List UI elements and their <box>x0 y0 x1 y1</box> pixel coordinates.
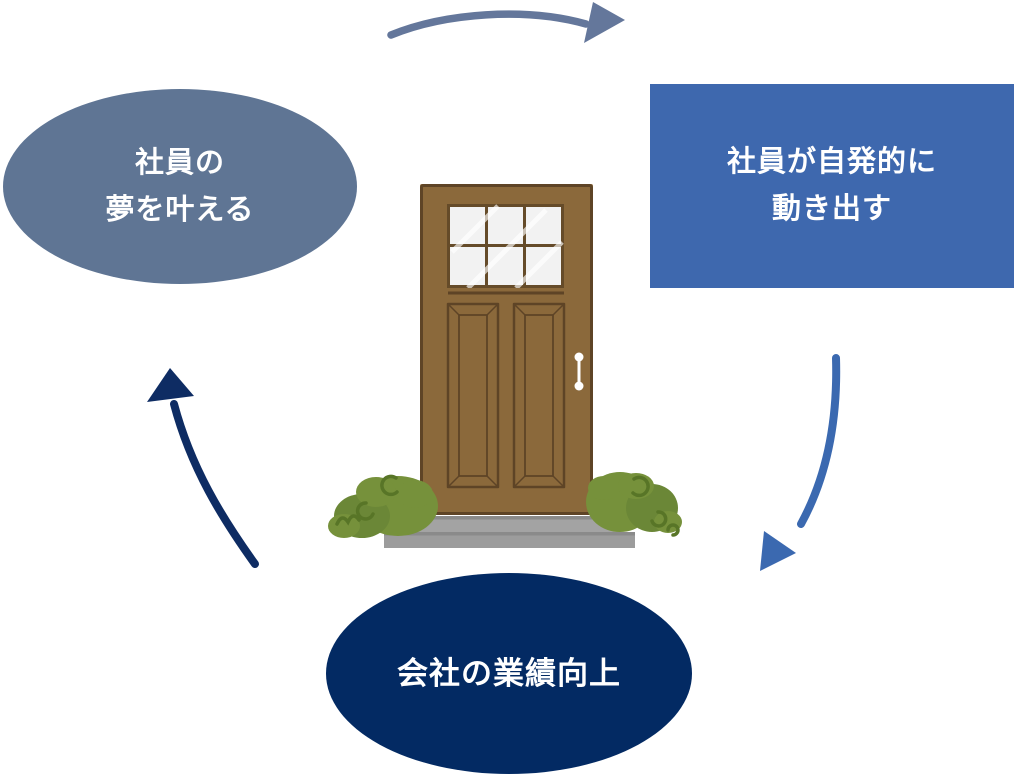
bush-right-curls <box>631 475 680 537</box>
arrow-performance-to-dream-shaft <box>170 400 259 568</box>
window-reflection <box>450 204 564 288</box>
node-label-line: 夢を叶える <box>105 193 255 226</box>
node-label-line: 会社の業績向上 <box>397 656 621 691</box>
arrow-dream-to-proactive-shaft <box>387 10 590 39</box>
door-panel-left <box>446 302 500 489</box>
door-handle <box>574 352 584 391</box>
bush-left-curls <box>335 474 399 526</box>
door-steps <box>384 516 635 548</box>
arrowhead-dream-to-proactive <box>584 2 625 43</box>
arrowhead-proactive-to-performance <box>760 531 796 571</box>
node-employee-dream: 社員の 夢を叶える <box>3 89 357 284</box>
bush-left <box>328 474 438 538</box>
node-label-line: 動き出す <box>771 193 892 225</box>
door-window <box>447 204 564 288</box>
node-label-line: 社員が自発的に <box>726 146 937 178</box>
door-outline <box>420 184 593 515</box>
arrow-dream-to-proactive <box>387 2 625 43</box>
arrow-performance-to-dream <box>147 368 259 568</box>
node-label-line: 社員の <box>134 146 225 179</box>
arrows-layer <box>147 2 841 571</box>
node-company-performance: 会社の業績向上 <box>326 573 692 774</box>
door-panel-right <box>512 302 566 489</box>
step-bottom-edge <box>384 532 635 536</box>
bush-right <box>586 472 682 537</box>
door-illustration-icon <box>328 184 682 548</box>
node-employee-proactive: 社員が自発的に 動き出す <box>650 84 1014 288</box>
window-pane <box>526 247 561 285</box>
arrowhead-performance-to-dream <box>147 368 194 402</box>
step-bottom <box>384 532 635 548</box>
arrow-proactive-to-performance <box>760 354 841 571</box>
step-top-edge <box>398 516 620 520</box>
step-top <box>398 516 620 532</box>
arrow-proactive-to-performance-shaft <box>797 354 841 528</box>
